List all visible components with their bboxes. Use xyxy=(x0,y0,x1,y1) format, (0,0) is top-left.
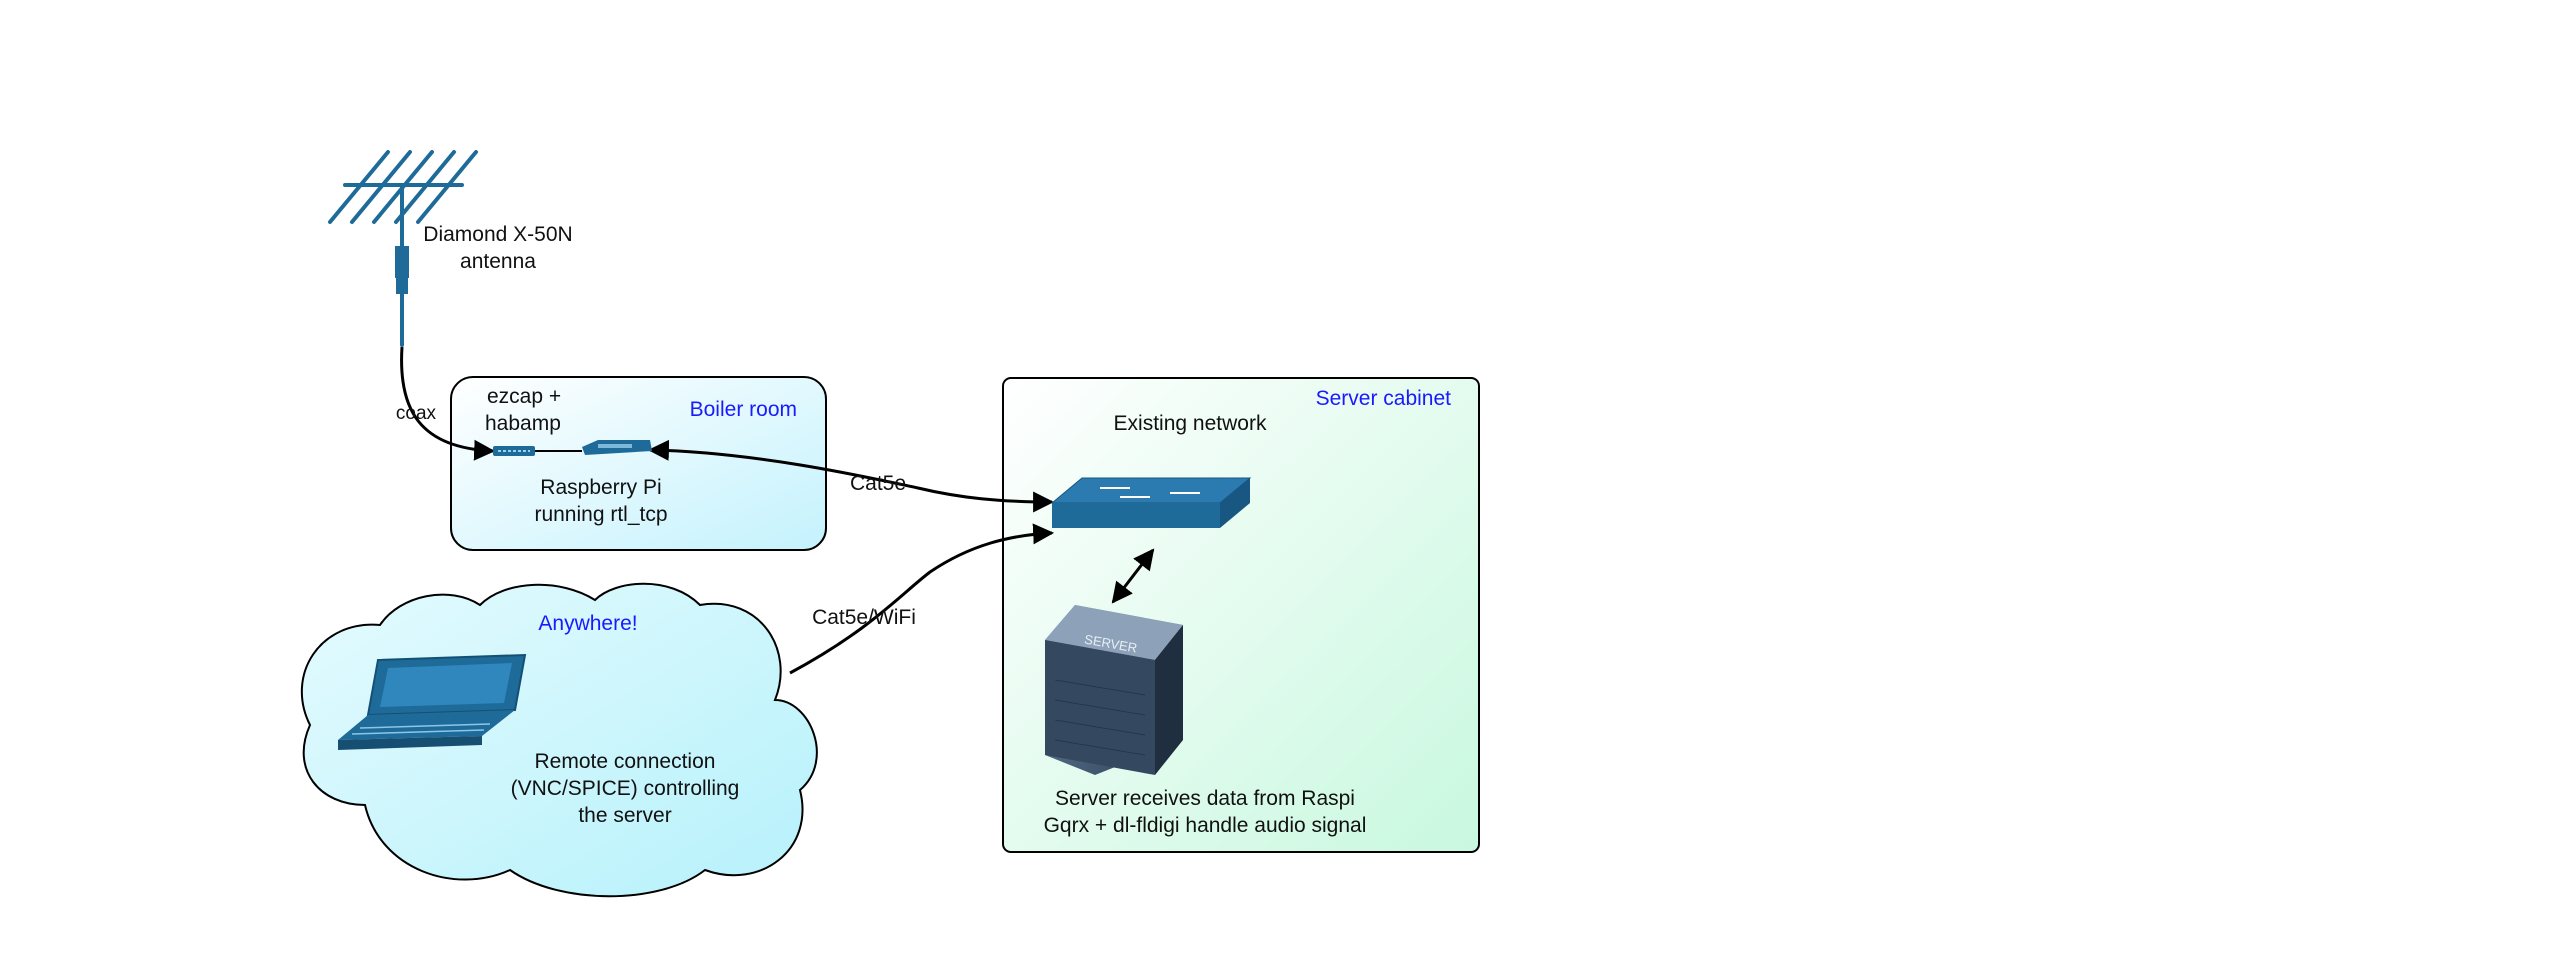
antenna-label-line1: Diamond X-50N xyxy=(423,223,572,246)
raspi-label-line2: running rtl_tcp xyxy=(534,503,667,526)
network-switch-icon xyxy=(1050,477,1252,528)
raspi-label-line1: Raspberry Pi xyxy=(540,476,661,499)
switch-server-connector xyxy=(1111,548,1155,604)
antenna-label-line2: antenna xyxy=(460,250,536,273)
antenna-icon xyxy=(328,150,478,347)
laptop-icon xyxy=(338,653,527,750)
ezcap-label-line1: ezcap + xyxy=(487,385,561,408)
ezcap-label-line2: habamp xyxy=(485,412,561,435)
cat5e-label: Cat5e xyxy=(850,472,906,495)
remote-label-line3: the server xyxy=(578,804,671,827)
coax-label: coax xyxy=(396,403,437,424)
server-caption-line2: Gqrx + dl-fldigi handle audio signal xyxy=(1044,814,1367,837)
ezcap-dongle-icon xyxy=(493,446,535,456)
server-icon: SERVER xyxy=(1045,605,1183,775)
cat5e-wifi-connector xyxy=(789,523,1055,675)
server-caption-line1: Server receives data from Raspi xyxy=(1055,787,1355,810)
remote-label-line1: Remote connection xyxy=(535,750,716,773)
existing-network-label: Existing network xyxy=(1114,412,1267,435)
anywhere-title: Anywhere! xyxy=(538,612,637,635)
raspberry-pi-icon xyxy=(582,440,652,455)
boiler-room-title: Boiler room xyxy=(690,398,797,421)
connectors xyxy=(400,346,1155,675)
remote-label-line2: (VNC/SPICE) controlling xyxy=(511,777,740,800)
coax-connector xyxy=(400,346,496,461)
cat5e-wifi-label: Cat5e/WiFi xyxy=(812,606,916,629)
server-cabinet-title: Server cabinet xyxy=(1316,387,1452,410)
cat5e-connector xyxy=(647,439,1055,513)
boiler-room-group: Boiler room ezcap + habamp Raspberry Pi … xyxy=(450,376,827,551)
